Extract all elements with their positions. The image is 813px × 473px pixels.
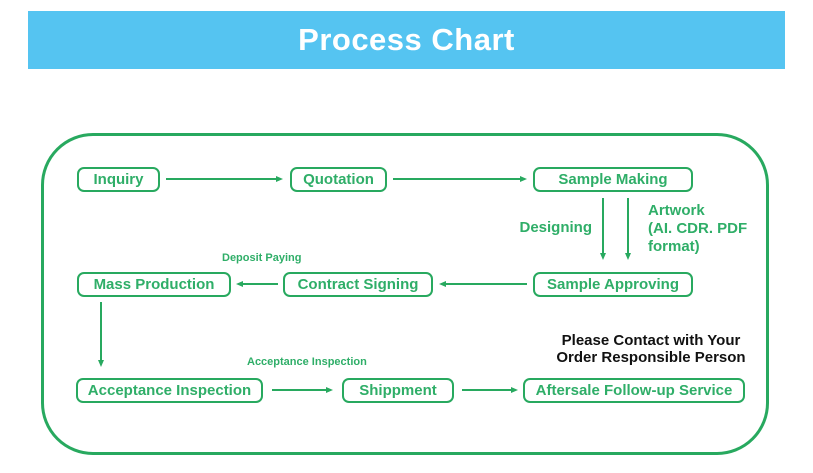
label-deposit-paying: Deposit Paying [222,252,302,264]
page-title: Process Chart [298,22,515,57]
contact-note: Please Contact with Your Order Responsib… [556,332,746,366]
flow-box-acceptance-inspection: Acceptance Inspection [76,378,263,403]
flow-box-aftersale-service: Aftersale Follow-up Service [523,378,745,403]
flow-box-sample-making: Sample Making [533,167,693,192]
label-acceptance-inspection: Acceptance Inspection [247,356,367,368]
flow-container [41,133,769,455]
label-artwork-format: Artwork (AI. CDR. PDF format) [648,202,748,255]
flow-box-contract-signing: Contract Signing [283,272,433,297]
flow-box-inquiry: Inquiry [77,167,160,192]
flow-box-mass-production: Mass Production [77,272,231,297]
flow-box-shippment: Shippment [342,378,454,403]
flow-box-sample-approving: Sample Approving [533,272,693,297]
label-designing: Designing [519,219,592,236]
title-banner: Process Chart [28,11,785,69]
flow-box-quotation: Quotation [290,167,387,192]
